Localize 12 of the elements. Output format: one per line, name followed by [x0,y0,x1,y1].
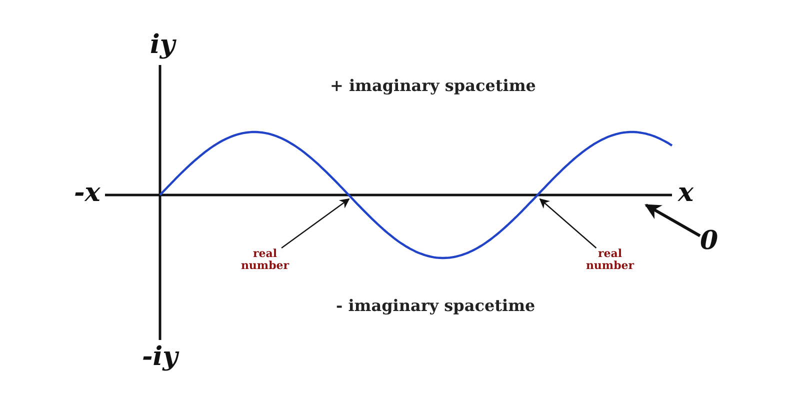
annotation-text: real number [237,248,293,272]
region-label: - imaginary spacetime [336,296,536,315]
axis-label: x [678,178,694,208]
leader-line [644,204,701,238]
leader-line [539,198,597,248]
region-label: + imaginary spacetime [330,76,536,95]
origin-label: 0 [700,226,718,256]
annotation-text: real number [582,248,638,272]
leader-line [281,198,350,248]
axis-label: -iy [142,342,178,372]
axis-label: -x [74,178,100,208]
axis-label: iy [150,30,175,60]
